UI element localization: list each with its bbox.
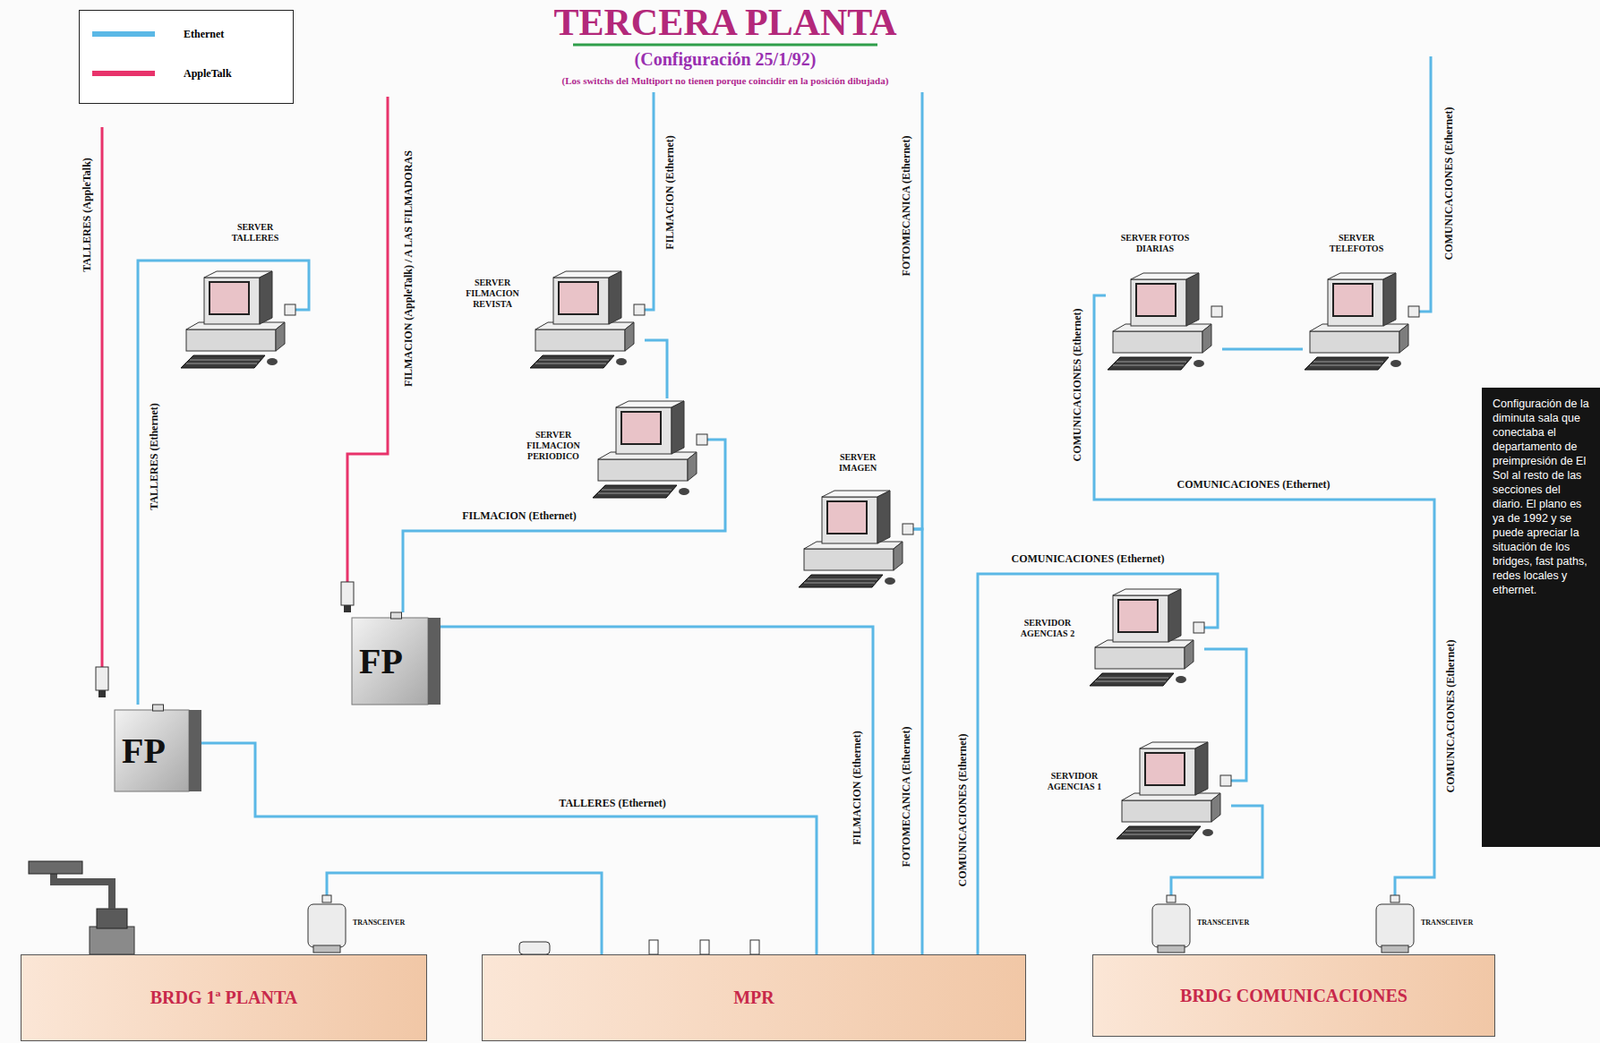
network-label: TALLERES (AppleTalk) (80, 154, 95, 275)
server-computer: SERVER IMAGEN (796, 487, 914, 591)
ethernet-wire (913, 92, 923, 530)
network-label: COMUNICACIONES (Ethernet) (956, 731, 970, 890)
server-computer: SERVER FILMACION PERIODICO (590, 398, 708, 502)
network-label: FILMACION (AppleTalk) / A LAS FILMADORAS (402, 147, 416, 390)
transceiver: TRANSCEIVER (1374, 895, 1416, 953)
terminal-stand (28, 861, 135, 955)
link-label: FILMACION (Ethernet) (850, 727, 864, 848)
fastpath-box: FP (114, 704, 202, 792)
legend-row: Ethernet (92, 25, 224, 43)
appletalk-wire (347, 96, 388, 582)
link-label: COMUNICACIONES (Ethernet) (1174, 478, 1334, 491)
bridge-box: MPR (481, 954, 1027, 1042)
server-label: SERVER FOTOS DIARIAS (1117, 232, 1193, 255)
network-label: COMUNICACIONES (Ethernet) (1442, 104, 1456, 264)
ethernet-link (913, 529, 923, 955)
ethernet-link (137, 260, 309, 705)
server-computer-outline (1114, 739, 1232, 843)
link-label: FOTOMECANICA (Ethernet) (899, 724, 913, 871)
server-computer-outline (1087, 586, 1205, 690)
fastpath-label: FP (351, 640, 421, 683)
ethernet-link (326, 872, 602, 955)
bridge-box: BRDG COMUNICACIONES (1092, 954, 1496, 1037)
server-computer: SERVER FOTOS DIARIAS (1105, 270, 1223, 374)
transceiver: TRANSCEIVER (306, 895, 348, 953)
server-label: SERVER TELEFOTOS (1318, 232, 1395, 255)
server-label: SERVER FILMACION PERIODICO (515, 429, 591, 463)
server-computer-outline (796, 487, 914, 591)
ethernet-wire (644, 92, 654, 310)
fastpath-box: FP (351, 612, 441, 705)
mpr-ports (519, 940, 760, 955)
legend-row: AppleTalk (92, 64, 232, 83)
server-label: SERVER TALLERES (217, 222, 293, 244)
subtitle: (Configuración 25/1/92) (632, 49, 820, 70)
note: (Los switchs del Multiport no tienen por… (559, 74, 892, 87)
fastpath-label: FP (114, 729, 184, 772)
ethernet-link (440, 626, 873, 955)
network-label: COMUNICACIONES (Ethernet) (1070, 306, 1085, 465)
server-computer: SERVIDOR AGENCIAS 1 (1114, 739, 1232, 843)
server-computer: SERVER TELEFOTOS (1302, 270, 1420, 374)
photo-caption: Configuración de la diminuta sala que co… (1481, 387, 1600, 848)
ethernet-link (402, 439, 726, 613)
ethernet-link (201, 743, 817, 955)
transceiver-label: TRANSCEIVER (1420, 918, 1473, 927)
link-label: TALLERES (Ethernet) (147, 400, 161, 513)
transceiver-label: TRANSCEIVER (352, 918, 405, 927)
ethernet-link (977, 573, 1218, 955)
title-underline (573, 43, 878, 47)
link-label: FILMACION (Ethernet) (459, 509, 580, 522)
network-label: FILMACION (Ethernet) (663, 132, 677, 253)
transceiver: TRANSCEIVER (1150, 895, 1192, 953)
server-computer-outline (1105, 270, 1223, 374)
ethernet-wire (1419, 56, 1431, 312)
transceiver-label: TRANSCEIVER (1197, 918, 1250, 927)
server-label: SERVER IMAGEN (820, 452, 896, 474)
server-label: SERVIDOR AGENCIAS 1 (1036, 770, 1113, 793)
bridge-box: BRDG 1ª PLANTA (20, 954, 428, 1042)
bridge-label: MPR (722, 987, 786, 1009)
legend-text: AppleTalk (183, 67, 232, 81)
appletalk-plug (341, 581, 354, 606)
link-label: COMUNICACIONES (Ethernet) (1009, 552, 1168, 565)
bridge-label: BRDG COMUNICACIONES (1169, 985, 1419, 1007)
legend-text: Ethernet (183, 27, 224, 42)
network-label: COMUNICACIONES (Ethernet) (1444, 637, 1458, 796)
legend-box: EthernetAppleTalk (78, 9, 294, 104)
ethernet-link (1094, 295, 1435, 896)
legend-swatch (92, 68, 155, 78)
server-computer-outline (179, 268, 296, 372)
server-computer-outline (528, 268, 645, 372)
ethernet-link (1204, 649, 1247, 781)
server-computer: SERVIDOR AGENCIAS 2 (1087, 586, 1205, 690)
link-label: TALLERES (Ethernet) (556, 796, 668, 810)
appletalk-wire (101, 127, 104, 668)
network-label: FOTOMECANICA (Ethernet) (899, 133, 914, 280)
appletalk-plug (343, 605, 351, 613)
transceiver-outline (1374, 895, 1416, 953)
legend-swatch (92, 29, 155, 39)
transceiver-outline (306, 895, 348, 953)
bridge-label: BRDG 1ª PLANTA (139, 987, 309, 1009)
transceiver-outline (1150, 895, 1192, 953)
server-computer: SERVER FILMACION REVISTA (528, 268, 645, 372)
appletalk-plug (98, 690, 106, 698)
server-computer: SERVER TALLERES (179, 268, 296, 372)
server-computer-outline (1302, 270, 1420, 374)
server-computer-outline (590, 398, 708, 502)
appletalk-plug (95, 667, 109, 691)
ethernet-link (644, 340, 668, 399)
server-label: SERVIDOR AGENCIAS 2 (1009, 617, 1086, 640)
diagram-title: TERCERA PLANTA (456, 1, 994, 43)
ethernet-link (1222, 348, 1303, 351)
server-label: SERVER FILMACION REVISTA (454, 277, 531, 310)
